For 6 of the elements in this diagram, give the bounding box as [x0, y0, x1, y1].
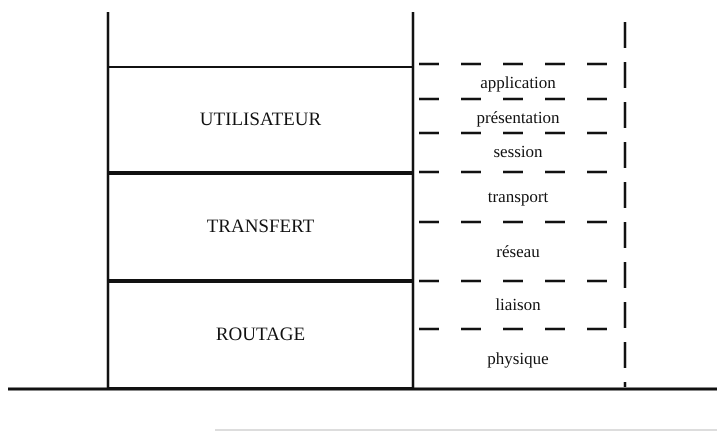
layer-box	[108, 173, 413, 281]
layer-label: TRANSFERT	[206, 215, 314, 239]
layer-label: UTILISATEUR	[200, 108, 322, 132]
layer-box	[108, 66, 413, 173]
layer-box	[108, 281, 413, 389]
layer-label: ROUTAGE	[216, 323, 306, 347]
